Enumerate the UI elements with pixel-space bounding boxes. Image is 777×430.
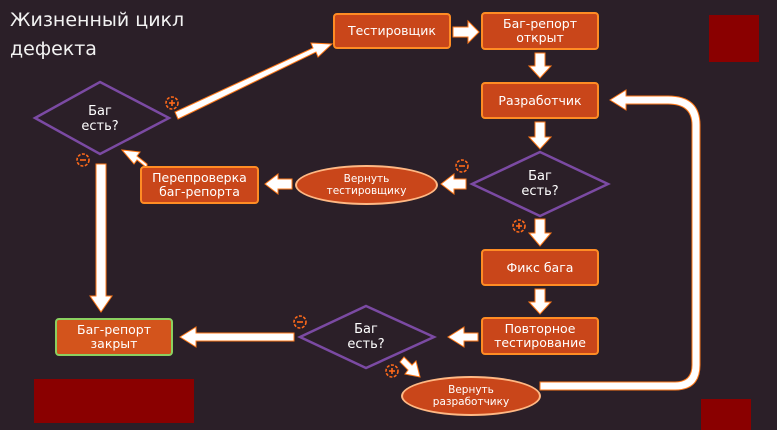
decision-label-left: Баг есть? (81, 104, 119, 134)
decision-diamond-bug-exists-right (469, 150, 611, 218)
node-return-to-developer: Вернуть разработчику (401, 376, 541, 416)
node-return-to-tester: Вернуть тестировщику (295, 165, 438, 205)
decision-label-right: Баг есть? (521, 169, 559, 199)
minus-circle-icon (455, 159, 469, 173)
arrow-decision-to-return-tester (440, 172, 467, 196)
arrow-return-to-recheck (264, 172, 293, 196)
arrow-decision-to-tester (174, 42, 334, 120)
arrow-decision-to-closed (89, 163, 113, 313)
node-fix-bug: Фикс бага (481, 249, 599, 286)
plus-circle-icon (512, 219, 526, 233)
arrow-decision-to-closed-bottom (179, 326, 295, 348)
decision-diamond-bug-exists-left (32, 80, 172, 156)
decorative-block-bottom-left (34, 379, 194, 423)
decision-diamond-bug-exists-bottom (297, 304, 438, 370)
node-developer: Разработчик (481, 82, 599, 119)
plus-circle-icon (165, 96, 179, 110)
node-retest: Повторное тестирование (481, 317, 599, 355)
arrow-tester-to-report (452, 19, 480, 45)
arrow-fix-to-retest (527, 288, 553, 315)
node-tester: Тестировщик (333, 13, 451, 49)
node-recheck: Перепроверка баг-репорта (140, 166, 259, 204)
minus-circle-icon (76, 153, 90, 167)
arrow-decision-to-return-dev (399, 356, 421, 378)
diagram-title-line-2: дефекта (10, 38, 97, 60)
decision-label-bottom: Баг есть? (347, 322, 385, 352)
arrow-recheck-to-decision (120, 149, 148, 170)
diagram-title-line-1: Жизненный цикл (10, 9, 185, 31)
arrow-loop-to-developer (539, 89, 701, 391)
arrow-retest-to-decision (447, 326, 479, 348)
node-report-closed: Баг-репорт закрыт (55, 318, 173, 356)
decorative-block-top-right (709, 15, 759, 62)
arrow-report-to-developer (527, 52, 553, 79)
minus-circle-icon (293, 315, 307, 329)
decorative-block-bottom-right (701, 399, 751, 430)
plus-circle-icon (385, 364, 399, 378)
node-report-open: Баг-репорт открыт (481, 12, 599, 50)
arrow-developer-to-decision (527, 121, 553, 150)
arrow-decision-to-fix (527, 218, 553, 247)
